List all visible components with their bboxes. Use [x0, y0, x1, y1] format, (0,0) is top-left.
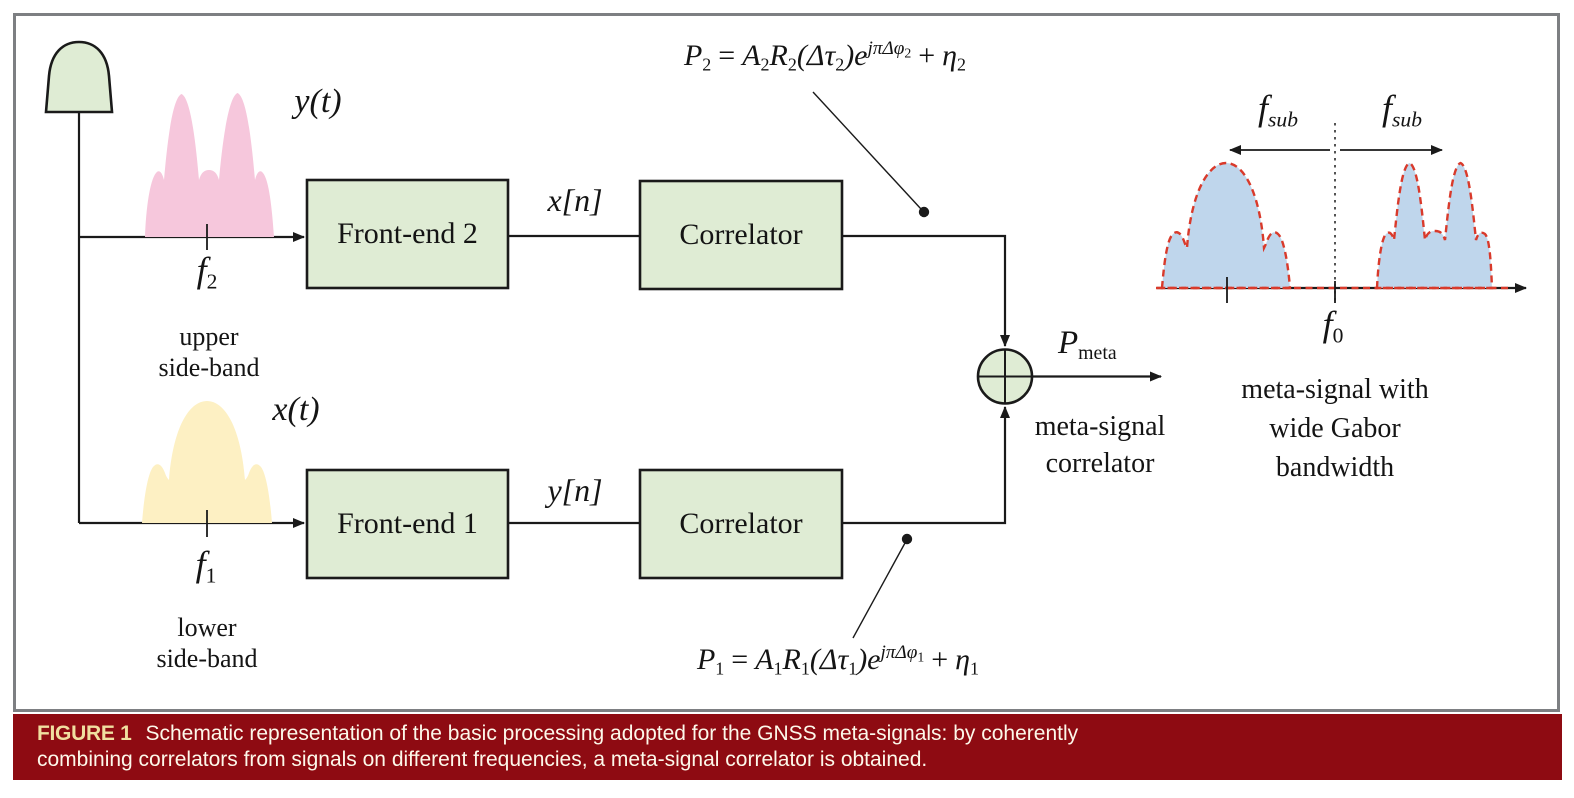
p2-plus: + [918, 39, 936, 72]
x-t-label: x(t) [272, 391, 320, 428]
f1-sub: 1 [205, 563, 217, 588]
f0-sub: 0 [1332, 323, 1344, 348]
p1-exp: jπΔφ [880, 642, 918, 664]
caption-text-line1: Schematic representation of the basic pr… [145, 722, 1079, 745]
p2-arg-open: (Δτ [796, 39, 836, 72]
p1-amp: A [755, 643, 774, 676]
p2-exponent: jπΔφ2 [867, 38, 912, 61]
f2-sub: 2 [206, 269, 218, 294]
correlator-bottom-output-line [842, 406, 1010, 525]
y-t-label: y(t) [294, 83, 342, 120]
fsub-left-base: f [1257, 88, 1269, 128]
caption-bar: FIGURE 1 Schematic representation of the … [13, 714, 1562, 780]
adder-caption-line1: meta-signal [1034, 411, 1166, 442]
adder-caption: meta-signal correlator [1035, 408, 1166, 482]
p1-eq: = [731, 643, 749, 676]
p1-exp-sub: 1 [917, 649, 925, 665]
p-meta-label: Pmeta [1058, 325, 1117, 364]
meta-signal-note-line1: meta-signal with [1241, 374, 1429, 405]
p1-arg-close: )e [857, 643, 881, 676]
p1-pointer-dot [901, 533, 913, 545]
lower-sideband-label: lower side-band [156, 612, 257, 674]
caption-text-line2: combining correlators from signals on di… [37, 748, 928, 771]
front-end-2-box [305, 178, 510, 290]
front-end-2-label: Front-end 2 [337, 217, 478, 250]
f2-label: f2 [196, 250, 218, 294]
x-n-label: x[n] [547, 182, 603, 218]
p2-exp: jπΔφ [867, 38, 905, 60]
p2-amp: A [742, 39, 761, 72]
p1-arg-sub: 1 [848, 658, 858, 679]
lower-sideband-line2: side-band [156, 644, 258, 673]
f0-base: f [1322, 304, 1333, 344]
formula-p2: P2=A2R2(Δτ2)ejπΔφ2+η2 [683, 38, 967, 75]
lower-sideband-spectrum [142, 401, 272, 523]
p1-noise-sub: 1 [970, 658, 980, 679]
fsub-right-label: fsub [1381, 88, 1423, 132]
meta-signal-note-line3: bandwidth [1275, 452, 1395, 483]
p2-lhs-sub: 2 [702, 54, 712, 75]
p2-noise-sub: 2 [957, 54, 967, 75]
p2-pointer-line [812, 91, 922, 210]
p2-eq: = [718, 39, 736, 72]
f0-label: f0 [1322, 304, 1344, 348]
fsub-left-sub: sub [1268, 107, 1299, 132]
meta-spectrum-left-lobes [1160, 161, 1292, 290]
f1-label: f1 [195, 544, 217, 588]
antenna-icon [44, 40, 114, 114]
figure-number-label: FIGURE 1 [37, 722, 132, 745]
f2-base: f [196, 250, 207, 290]
lower-sideband-line1: lower [177, 613, 237, 642]
p1-lhs: P [696, 643, 716, 676]
p1-pointer-line [852, 542, 906, 639]
upper-sideband-line2: side-band [158, 353, 260, 382]
fsub-right-base: f [1381, 88, 1393, 128]
caption-line2: combining correlators from signals on di… [37, 747, 1562, 773]
p1-corr: R [782, 643, 801, 676]
p1-noise: η [955, 643, 971, 676]
p2-pointer-dot [918, 206, 930, 218]
p1-corr-sub: 1 [800, 658, 810, 679]
p1-plus: + [931, 643, 949, 676]
front-end-1-box [305, 468, 510, 580]
p2-corr: R [769, 39, 788, 72]
y-n-label: y[n] [547, 472, 603, 508]
p1-exponent: jπΔφ1 [880, 642, 925, 665]
caption-line1: FIGURE 1 Schematic representation of the … [37, 721, 1562, 747]
front-end-1-label: Front-end 1 [337, 507, 478, 540]
meta-signal-note: meta-signal with wide Gabor bandwidth [1241, 370, 1428, 487]
adder-caption-line2: correlator [1045, 448, 1155, 479]
figure-panel [13, 13, 1560, 712]
correlator-top-output-line [842, 234, 1010, 347]
adder-plus-icon [978, 350, 1032, 404]
p2-arg-sub: 2 [835, 54, 845, 75]
f1-base: f [195, 544, 206, 584]
p-meta-sub: meta [1078, 341, 1117, 364]
fsub-right-sub: sub [1392, 107, 1423, 132]
p2-exp-sub: 2 [904, 45, 912, 61]
correlator-top-label: Correlator [679, 218, 803, 251]
upper-sideband-label: upper side-band [158, 321, 259, 383]
upper-sideband-line1: upper [179, 322, 239, 351]
p2-noise: η [942, 39, 958, 72]
p2-corr-sub: 2 [787, 54, 797, 75]
correlator-bottom-label: Correlator [679, 507, 803, 540]
p2-lhs: P [683, 39, 703, 72]
upper-sideband-spectrum [145, 93, 274, 237]
p1-amp-sub: 1 [773, 658, 783, 679]
p2-amp-sub: 2 [760, 54, 770, 75]
p-meta-base: P [1058, 325, 1079, 361]
meta-spectrum-right-lobes [1375, 161, 1494, 290]
formula-p1: P1=A1R1(Δτ1)ejπΔφ1+η1 [696, 642, 980, 679]
p1-lhs-sub: 1 [715, 658, 725, 679]
fsub-left-label: fsub [1257, 88, 1299, 132]
meta-signal-note-line2: wide Gabor [1269, 413, 1401, 444]
p2-arg-close: )e [844, 39, 868, 72]
p1-arg-open: (Δτ [809, 643, 849, 676]
